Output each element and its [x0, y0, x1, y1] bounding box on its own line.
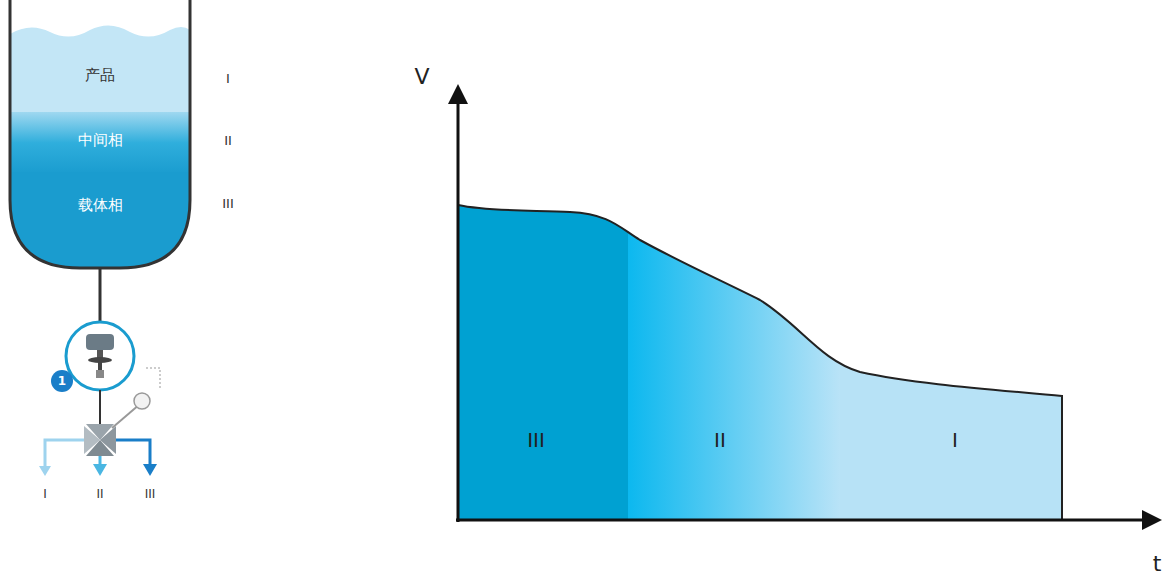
actuator: [134, 393, 150, 409]
phase-numeral: I: [226, 71, 230, 86]
pipe: [99, 268, 102, 322]
axis-label: t: [1153, 551, 1162, 576]
chart-area: [458, 180, 1062, 520]
actuator-arm: [112, 404, 140, 428]
outlet-arrow: [39, 466, 51, 476]
chart-curve: [458, 205, 1062, 520]
axis-arrow: [448, 84, 468, 104]
outlet-numeral: I: [43, 487, 47, 501]
outlet-numeral: III: [145, 487, 156, 501]
sensor-ring: [66, 322, 134, 390]
v-axis: [457, 100, 460, 522]
three-way-valve: [84, 424, 116, 456]
pipe: [99, 390, 101, 425]
tank-liquid: [10, 25, 190, 272]
callout-dot: [51, 370, 73, 392]
outlet-line: [45, 440, 84, 470]
axis-arrow: [1142, 510, 1162, 530]
t-axis: [456, 519, 1145, 522]
callout-number: 1: [58, 374, 66, 388]
outlet-line: [116, 440, 150, 468]
region-numeral: I: [952, 428, 958, 452]
outlet-arrow: [93, 464, 107, 476]
outlet-arrow: [143, 464, 157, 476]
region-numeral: III: [527, 428, 545, 452]
sensor-symbol: [86, 334, 114, 378]
phase-band: 产品: [10, 40, 190, 110]
outlet-numeral: II: [96, 487, 103, 501]
phase-label: 中间相: [78, 131, 123, 150]
phase-numeral: III: [222, 196, 234, 211]
phase-band: 载体相: [10, 174, 190, 236]
tank-wall: [10, 0, 190, 268]
phase-label: 产品: [85, 66, 115, 85]
axis-label: V: [414, 64, 429, 89]
phase-band: 中间相: [10, 112, 190, 168]
phase-label: 载体相: [78, 196, 123, 215]
actuator-link: [146, 368, 160, 388]
region-numeral: II: [714, 428, 726, 452]
phase-numeral: II: [224, 133, 232, 148]
